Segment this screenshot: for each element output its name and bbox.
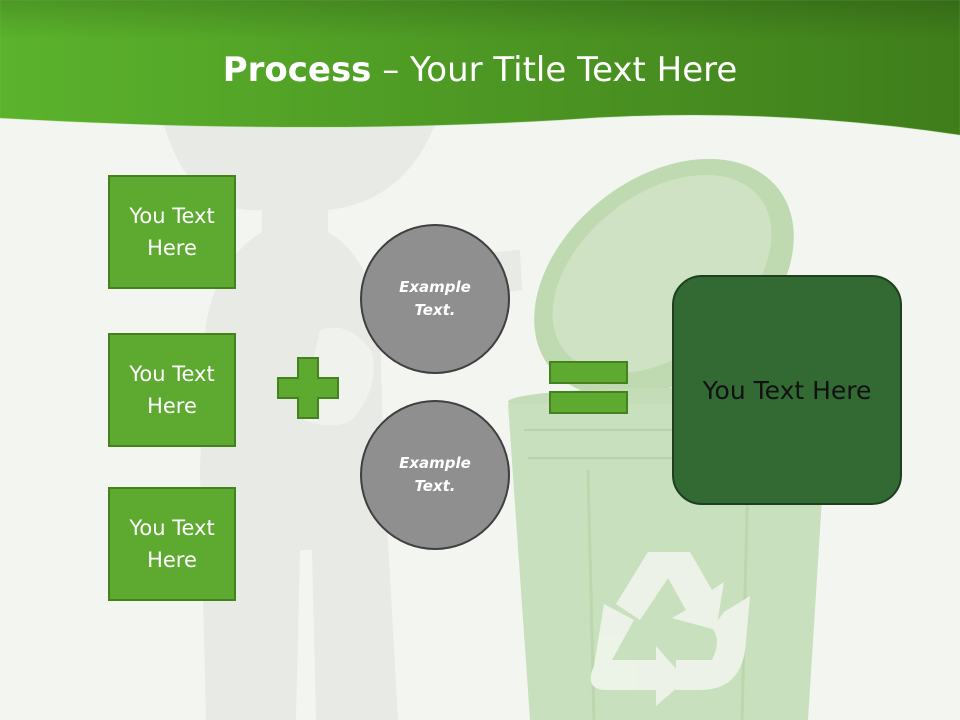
input-box-label: You Text Here xyxy=(129,362,215,418)
input-box-2[interactable]: You Text Here xyxy=(108,333,236,447)
equals-icon xyxy=(549,361,628,414)
example-circle-2[interactable]: Example Text. xyxy=(360,400,510,550)
input-box-1[interactable]: You Text Here xyxy=(108,175,236,289)
example-circle-1[interactable]: Example Text. xyxy=(360,224,510,374)
input-box-3[interactable]: You Text Here xyxy=(108,487,236,601)
slide-title: Process – Your Title Text Here xyxy=(0,50,960,90)
plus-icon xyxy=(277,357,339,419)
input-box-label: You Text Here xyxy=(129,516,215,572)
circle-label: Example Text. xyxy=(399,278,471,319)
recycle-icon xyxy=(590,552,750,706)
input-box-label: You Text Here xyxy=(129,204,215,260)
result-box[interactable]: You Text Here xyxy=(672,275,902,505)
result-label: You Text Here xyxy=(702,375,872,405)
circle-label: Example Text. xyxy=(399,454,471,495)
title-bold: Process xyxy=(222,50,372,90)
title-rest: – Your Title Text Here xyxy=(371,50,738,90)
